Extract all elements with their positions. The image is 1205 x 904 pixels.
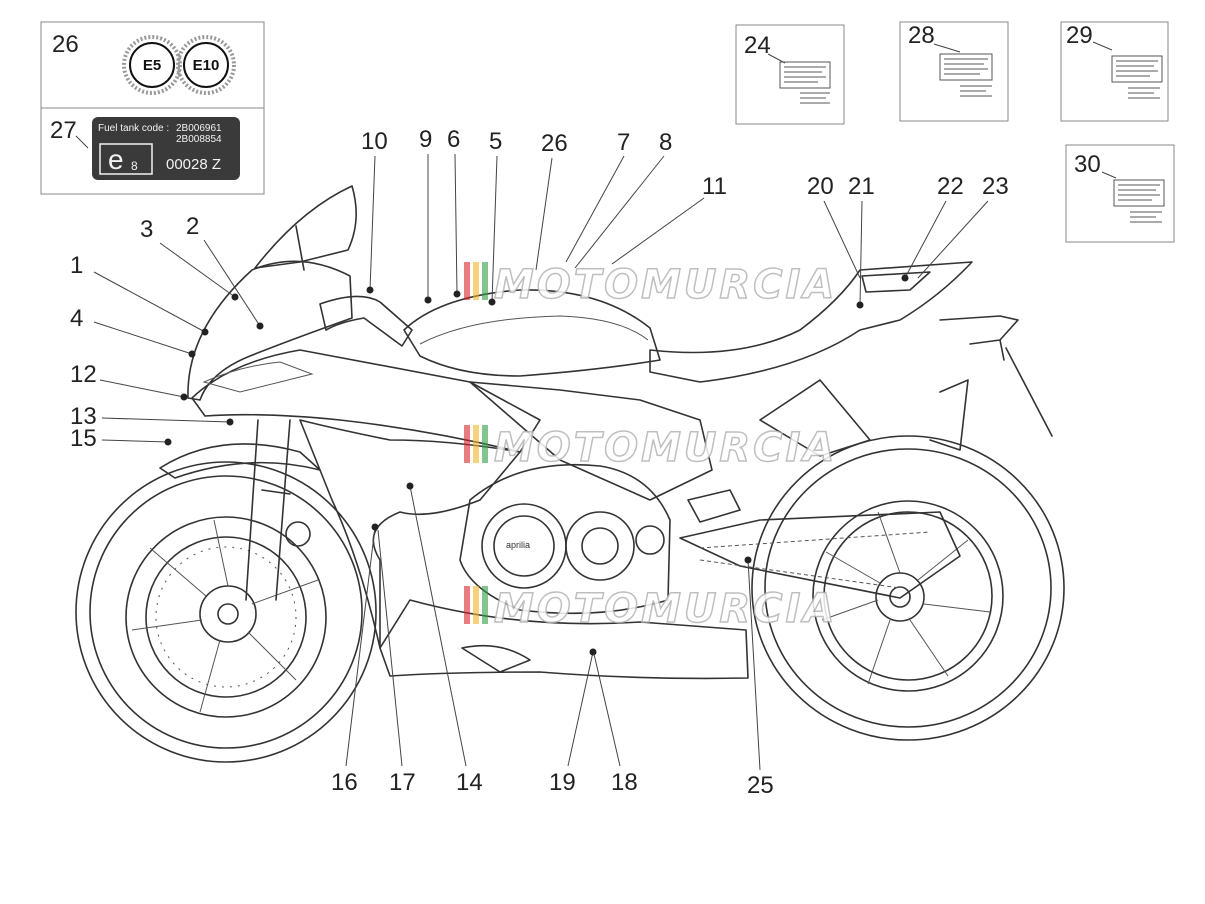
tail-light (939, 315, 1019, 345)
label-box-24: 24 (735, 24, 845, 125)
label-30-print-lines (1113, 179, 1165, 223)
e-mark-sub: 8 (131, 159, 138, 173)
e-mark: e (108, 144, 124, 175)
front-fairing-side (191, 349, 541, 453)
label-24-print-lines (779, 61, 831, 104)
callout-23: 23 (982, 173, 1009, 200)
fuel-label-panel: 26 E5 E10 27 Fuel tank code : 2B006961 2… (40, 21, 265, 195)
headlight (202, 361, 314, 393)
side-fairing-panel (299, 419, 521, 649)
callout-9: 9 (419, 126, 432, 153)
watermark-2: MOTOMURCIA (464, 424, 837, 472)
tank-knee-recess (419, 315, 649, 345)
callout-21: 21 (848, 173, 875, 200)
label-box-29: 29 (1060, 21, 1169, 122)
handlebar (319, 295, 413, 347)
callout-12: 12 (70, 361, 97, 388)
callout-22: 22 (937, 173, 964, 200)
callout-24: 24 (744, 32, 771, 59)
motorcycle-drawing: aprilia (75, 185, 1065, 763)
leader-27 (75, 135, 89, 149)
rear-wheel (751, 435, 1065, 741)
callout-11: 11 (702, 173, 727, 200)
engine-brand-logo: aprilia (506, 540, 530, 550)
callout-3: 3 (140, 216, 153, 243)
drive-chain (699, 531, 931, 589)
callout-16: 16 (331, 769, 358, 796)
callout-14: 14 (456, 769, 483, 796)
rear-shock-area (759, 379, 871, 457)
label-28-print-lines (939, 53, 993, 97)
fork-cap (285, 521, 311, 547)
plate-background (92, 117, 240, 180)
callout-2: 2 (186, 213, 199, 240)
fuel-tank-code-plate: Fuel tank code : 2B006961 2B008854 e 8 0… (92, 117, 240, 180)
label-29-print-lines (1111, 55, 1163, 99)
svg-text:MOTOMURCIA: MOTOMURCIA (494, 262, 837, 308)
watermark-1: MOTOMURCIA (464, 261, 837, 309)
callout-28: 28 (908, 22, 935, 49)
callout-30: 30 (1074, 151, 1101, 178)
swingarm (679, 511, 961, 599)
callout-18: 18 (611, 769, 638, 796)
e10-seal: E10 (176, 35, 236, 95)
front-fairing-upper (187, 260, 353, 401)
callout-4: 4 (70, 305, 83, 332)
callout-19: 19 (549, 769, 576, 796)
e5-seal: E5 (122, 35, 182, 95)
callout-15: 15 (70, 425, 97, 452)
label-box-30: 30 (1065, 144, 1175, 243)
callout-1: 1 (70, 252, 83, 279)
svg-text:MOTOMURCIA: MOTOMURCIA (494, 586, 837, 632)
callout-13: 13 (70, 403, 97, 430)
callout-26-box: 26 (52, 31, 79, 58)
callout-17: 17 (389, 769, 416, 796)
tank-code-2: 2B008854 (176, 134, 222, 145)
callout-25: 25 (747, 772, 774, 799)
e10-seal-label: E10 (193, 57, 220, 74)
callout-6: 6 (447, 126, 460, 153)
callout-26-main: 26 (541, 130, 568, 157)
front-fender (159, 443, 321, 479)
engine: aprilia (459, 463, 671, 615)
label-box-28: 28 (899, 21, 1009, 122)
callout-27: 27 (50, 117, 77, 144)
callout-8: 8 (659, 129, 672, 156)
front-wheel (75, 461, 377, 763)
e-mark-frame (99, 143, 153, 175)
callout-5: 5 (489, 128, 502, 155)
callout-20: 20 (807, 173, 834, 200)
watermark-3: MOTOMURCIA (464, 585, 837, 633)
approval-number: 00028 Z (166, 156, 221, 173)
callout-10: 10 (361, 128, 388, 155)
seat-and-tail (649, 261, 973, 383)
callout-7: 7 (617, 129, 630, 156)
callouts: 1 2 3 4 12 13 15 10 9 6 (70, 126, 1009, 799)
license-plate-bracket (999, 339, 1053, 437)
footpeg-bracket (687, 489, 741, 523)
svg-text:MOTOMURCIA: MOTOMURCIA (494, 425, 837, 471)
tank-code-label: Fuel tank code : (98, 123, 169, 134)
windscreen (254, 185, 357, 269)
exhaust-tip (461, 644, 531, 673)
frame-spar (469, 381, 713, 501)
front-fork (245, 419, 291, 601)
rear-hugger (929, 379, 969, 451)
mirror-stem (295, 225, 305, 271)
belly-pan (379, 599, 749, 680)
tail-window (861, 271, 931, 293)
tank-code-1: 2B006961 (176, 123, 222, 134)
e5-seal-label: E5 (143, 57, 161, 74)
callout-29: 29 (1066, 22, 1093, 49)
